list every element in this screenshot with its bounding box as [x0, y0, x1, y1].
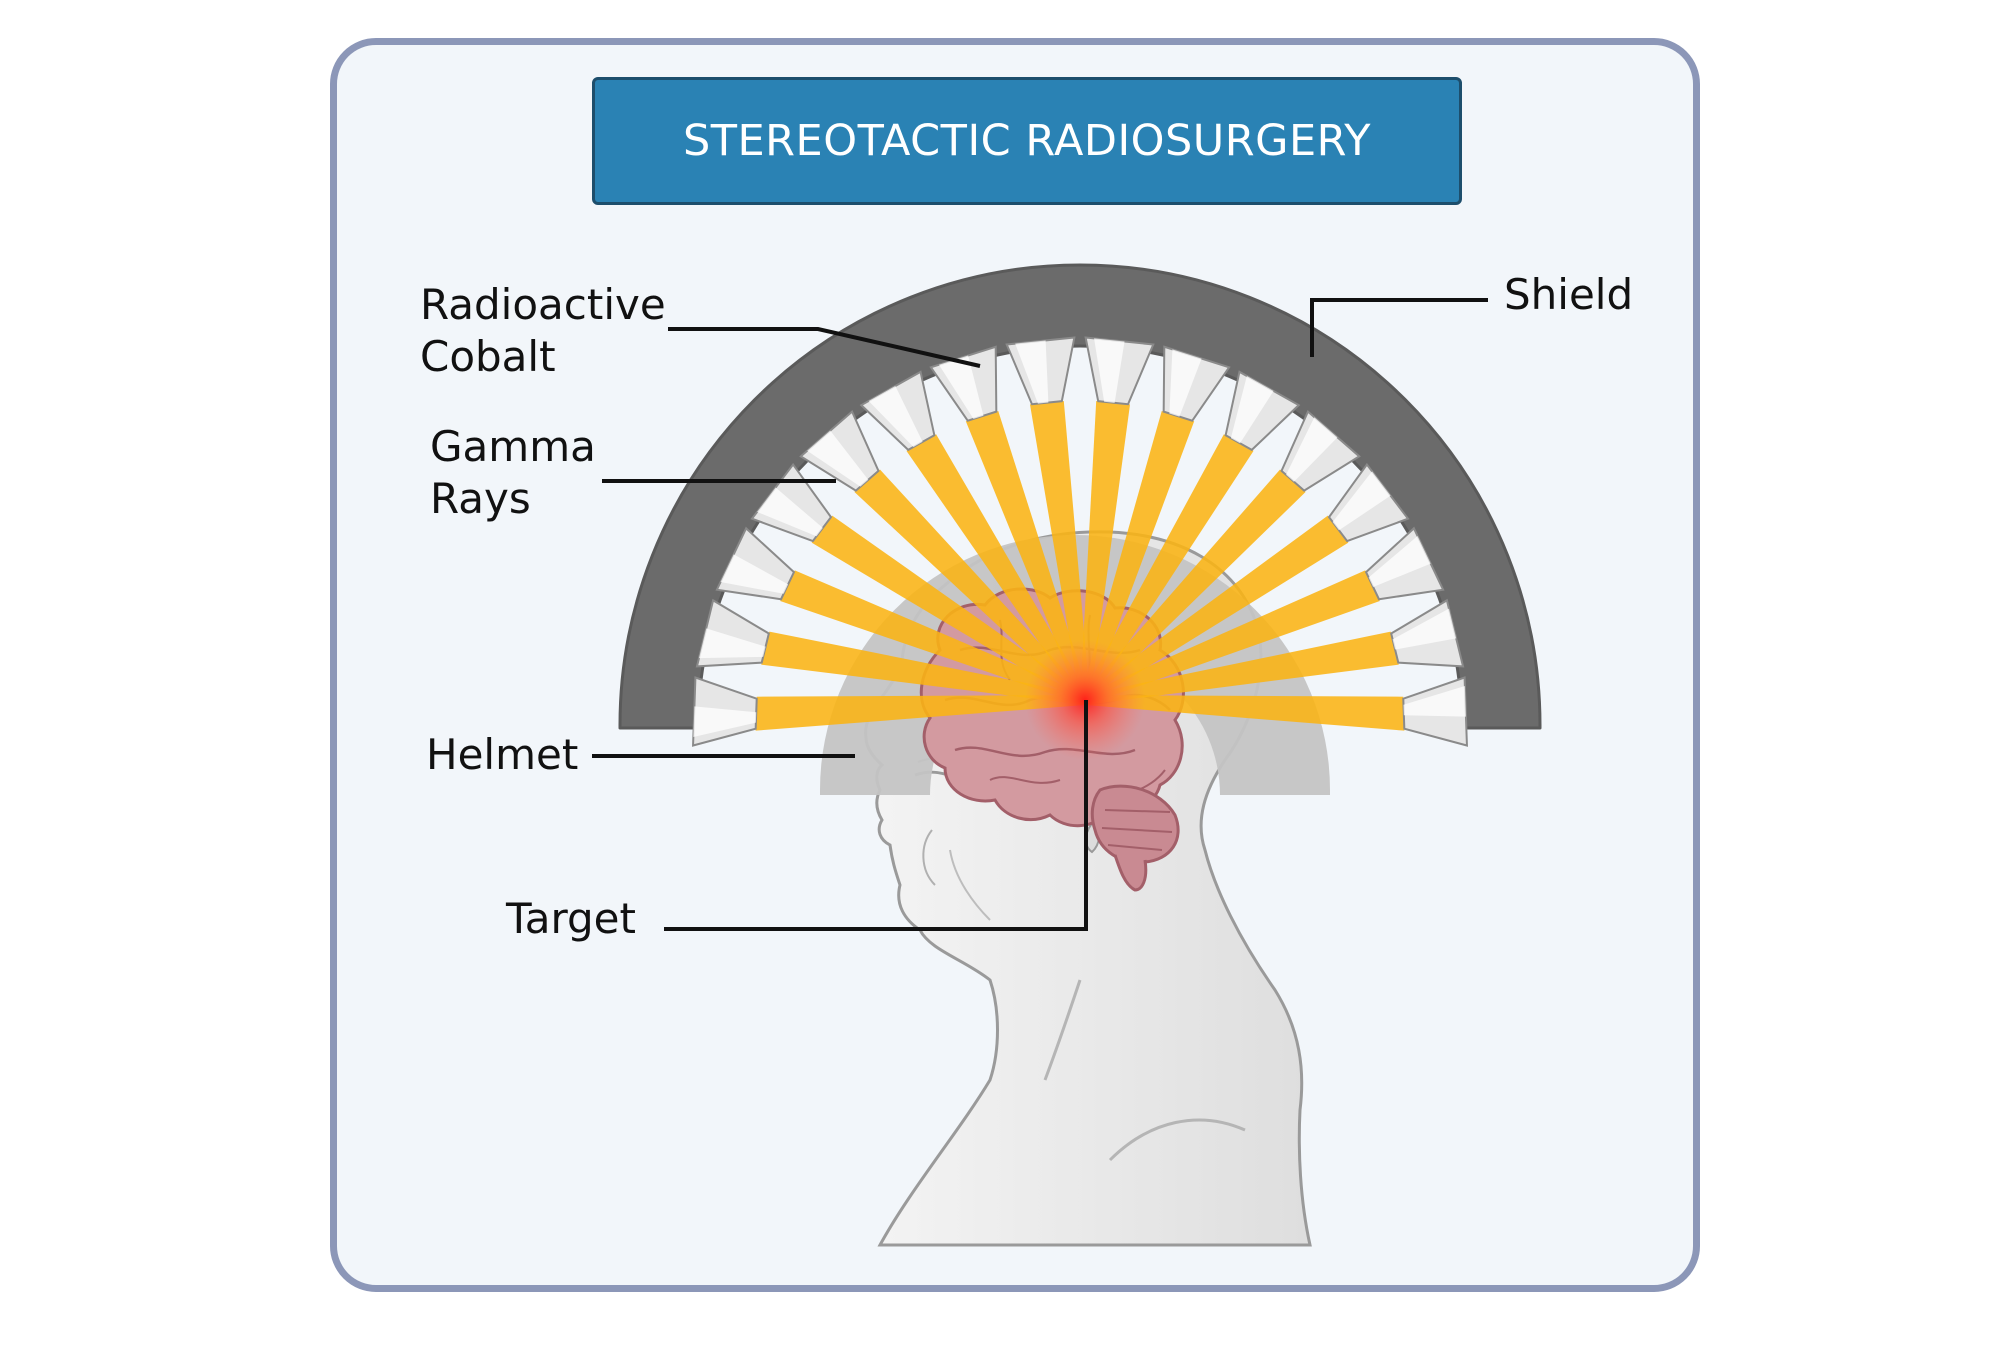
cobalt-source-highlight — [1169, 349, 1202, 417]
cobalt-source-highlight — [868, 385, 923, 447]
label-radioactive-cobalt: Radioactive Cobalt — [420, 279, 666, 383]
cobalt-source-highlight — [1286, 417, 1338, 482]
gamma-ray-beam — [755, 695, 1086, 731]
cobalt-source-highlight — [938, 355, 984, 419]
leader-line-radioactive-cobalt — [668, 327, 981, 368]
cobalt-source-highlight — [807, 430, 869, 487]
diagram-title: STEREOTACTIC RADIOSURGERY — [682, 116, 1372, 166]
cobalt-source-highlight — [1094, 338, 1125, 403]
gamma-ray-beam — [1080, 400, 1131, 701]
label-helmet: Helmet — [426, 730, 579, 779]
label-rays-line2: Rays — [430, 474, 531, 523]
label-radioactive-line1: Radioactive — [420, 280, 666, 329]
label-shield: Shield — [1504, 270, 1634, 319]
cobalt-source-highlight — [698, 628, 766, 659]
leader-line-target — [664, 700, 1088, 931]
gamma-ray-beam — [906, 434, 1090, 703]
leader-line-shield — [1310, 298, 1488, 357]
label-cobalt-line2: Cobalt — [420, 332, 556, 381]
gamma-ray-beam — [965, 411, 1090, 702]
radioactive-cobalt-sources — [692, 336, 1468, 747]
gamma-ray-beam — [854, 469, 1089, 704]
gamma-ray-beam — [1029, 400, 1090, 701]
label-gamma-line1: Gamma — [430, 422, 596, 471]
cobalt-source-highlight — [1392, 608, 1457, 650]
cobalt-source-highlight — [1332, 471, 1391, 531]
gamma-ray-beam — [1081, 469, 1306, 704]
gamma-ray-beam — [1080, 411, 1195, 702]
cobalt-source-highlight — [1230, 375, 1274, 444]
cobalt-source-highlight — [1368, 536, 1431, 588]
gamma-ray-beam — [761, 631, 1087, 705]
cobalt-source-highlight — [720, 554, 789, 594]
gamma-ray-beam — [1084, 695, 1405, 731]
title-banner: STEREOTACTIC RADIOSURGERY — [592, 77, 1462, 205]
gamma-ray-beam — [1083, 631, 1399, 705]
gamma-ray-beam — [811, 515, 1089, 704]
cobalt-source-highlight — [1015, 340, 1049, 404]
gamma-ray-beam — [1080, 434, 1254, 703]
cobalt-source-highlight — [1403, 686, 1466, 717]
label-gamma-rays: Gamma Rays — [430, 421, 596, 525]
gamma-rays — [755, 400, 1405, 731]
cobalt-source-highlight — [757, 487, 823, 537]
gamma-ray-beam — [780, 570, 1088, 705]
leader-lines — [592, 298, 1488, 931]
gamma-ray-beam — [1081, 515, 1349, 704]
gamma-ray-beam — [1082, 570, 1380, 705]
label-target: Target — [506, 894, 636, 943]
cobalt-source-highlight — [693, 706, 757, 738]
